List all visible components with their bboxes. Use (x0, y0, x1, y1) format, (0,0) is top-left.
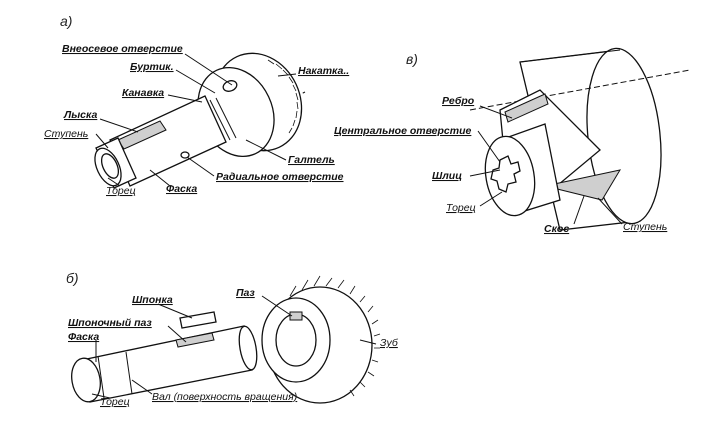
part-v-leaders (469, 105, 623, 225)
label-shlic: Шлиц (432, 170, 462, 182)
leader-burtik (175, 69, 216, 94)
part-a-groove-line-2 (215, 97, 237, 139)
leader-centralnoe (477, 130, 501, 163)
label-faska-b: Фаска (68, 331, 99, 343)
part-a-off-axis-hole (222, 80, 238, 92)
label-zub: Зуб (380, 337, 399, 349)
label-radialnoe: Радиальное отверстие (216, 171, 344, 183)
label-torec-a: Торец (106, 185, 136, 197)
part-a-groove-line (209, 99, 231, 141)
leader-torec-v (479, 191, 503, 207)
part-a-stepped-shaft (94, 52, 306, 189)
part-v-axis (469, 69, 691, 111)
leader-paz (261, 295, 293, 317)
panel-label-b: б) (66, 270, 79, 286)
label-kanavka: Канавка (122, 87, 164, 99)
part-v-rib (504, 93, 549, 123)
leader-stupen-v (597, 197, 623, 225)
label-vnesosevoe: Внеосевое отверстие (62, 43, 183, 55)
part-b-shaft-far-end (238, 325, 258, 371)
label-skos: Скос (544, 223, 569, 235)
label-rebro: Ребро (442, 95, 475, 107)
part-b-keyway (175, 332, 215, 348)
part-b-shaft-with-key (71, 311, 258, 403)
label-torec-v: Торец (446, 202, 476, 214)
label-shponochny-paz: Шпоночный паз (68, 317, 152, 329)
label-shponka: Шпонка (132, 294, 173, 306)
part-v-spline-hole (490, 155, 521, 193)
part-b-gear-teeth (289, 275, 381, 397)
leader-nakatka (277, 73, 297, 77)
leader-val (131, 379, 153, 395)
panel-label-a: а) (60, 13, 72, 29)
part-a-end-chamfer (100, 153, 120, 179)
leader-torec-a (107, 177, 121, 187)
label-faska-a: Фаска (166, 183, 197, 195)
leader-shponka (157, 303, 193, 319)
leader-rebro (479, 105, 513, 119)
label-lyska: Лыска (63, 109, 97, 121)
part-v-flange-edge (519, 49, 621, 63)
part-b-bevel-gear (261, 275, 381, 404)
leader-vnesosevoe (184, 53, 233, 86)
part-v-splined-hub (469, 47, 691, 231)
part-b-leaders (91, 295, 377, 399)
label-centralnoe: Центральное отверстие (334, 125, 472, 137)
leader-kanavka (167, 94, 203, 103)
panel-label-v: в) (406, 51, 418, 67)
part-b-end-face (71, 357, 101, 403)
label-stupen-a: Ступень (44, 128, 88, 140)
label-val: Вал (поверхность вращения) (152, 391, 297, 403)
part-b-gear-bore (275, 313, 317, 367)
leader-skos (573, 195, 585, 225)
part-b-shade-line (125, 351, 133, 395)
leader-torec-b (91, 393, 111, 399)
part-b-chamfer-line (97, 355, 105, 399)
label-paz: Паз (236, 287, 255, 299)
part-v-bevel (544, 169, 622, 201)
leader-zub (359, 339, 377, 345)
leader-stupen-a (95, 133, 109, 149)
label-nakatka: Накатка.. (298, 65, 349, 77)
leader-shlic (469, 169, 501, 177)
label-galtel: Галтель (288, 154, 335, 166)
part-a-knurl-teeth (267, 59, 299, 134)
leader-faska-a (149, 169, 171, 187)
part-b-gear-keyway (289, 311, 303, 321)
label-burtik: Буртик. (130, 61, 174, 73)
part-a-leaders (95, 53, 297, 187)
label-stupen-v: Ступень (623, 221, 667, 233)
leader-shponochny (167, 325, 187, 343)
leader-lyska (99, 118, 139, 133)
part-a-radial-hole (180, 151, 190, 159)
part-b-key (179, 311, 217, 329)
label-torec-b: Торец (100, 396, 130, 408)
leader-galtel (245, 139, 287, 161)
leader-radialnoe (186, 156, 215, 177)
